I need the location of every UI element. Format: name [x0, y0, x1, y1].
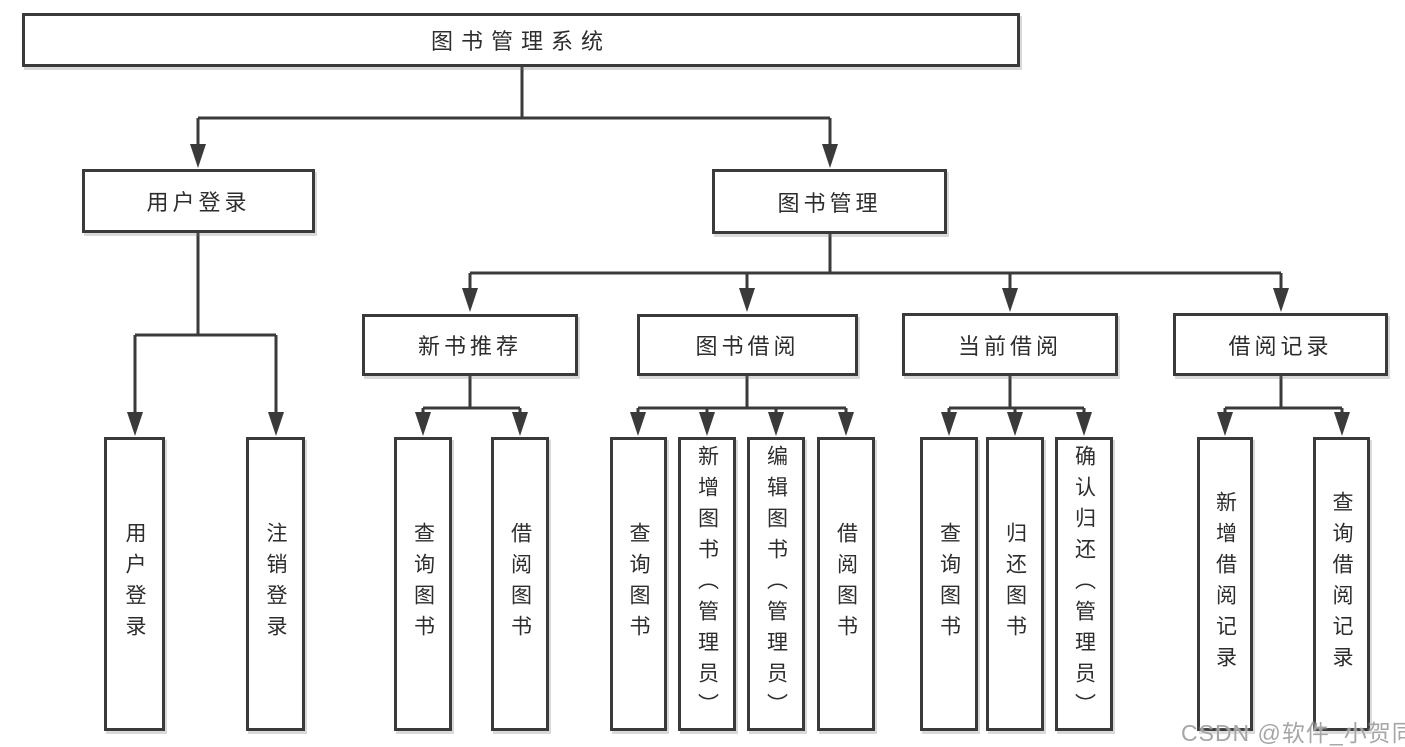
leaf-borrow-books: 借阅图书 — [817, 437, 875, 731]
leaf-edit-book-admin: 编辑图书（管理员） — [747, 437, 805, 731]
node-borrowing-records: 借阅记录 — [1173, 313, 1388, 376]
leaf-query-books-current: 查询图书 — [920, 437, 978, 731]
watermark: CSDN @软件_小贺同学 — [1181, 720, 1405, 746]
node-current-borrowing: 当前借阅 — [902, 313, 1118, 376]
node-new-book-recommendation: 新书推荐 — [362, 314, 578, 376]
leaf-return-books: 归还图书 — [986, 437, 1044, 731]
leaf-add-borrow-record: 新增借阅记录 — [1197, 437, 1253, 731]
leaf-query-books-recommend: 查询图书 — [394, 437, 452, 731]
node-book-borrowing: 图书借阅 — [637, 314, 858, 376]
leaf-add-book-admin: 新增图书（管理员） — [678, 437, 736, 731]
node-book-management: 图书管理 — [712, 169, 947, 234]
leaf-user-login: 用户登录 — [104, 437, 165, 731]
node-user-login: 用户登录 — [82, 169, 315, 233]
leaf-logout: 注销登录 — [246, 437, 305, 731]
leaf-borrow-books-recommend: 借阅图书 — [491, 437, 549, 731]
leaf-confirm-return-admin: 确认归还（管理员） — [1055, 437, 1113, 731]
leaf-query-books-borrowing: 查询图书 — [610, 437, 667, 731]
leaf-query-borrow-record: 查询借阅记录 — [1313, 437, 1370, 731]
node-root: 图书管理系统 — [22, 13, 1020, 67]
